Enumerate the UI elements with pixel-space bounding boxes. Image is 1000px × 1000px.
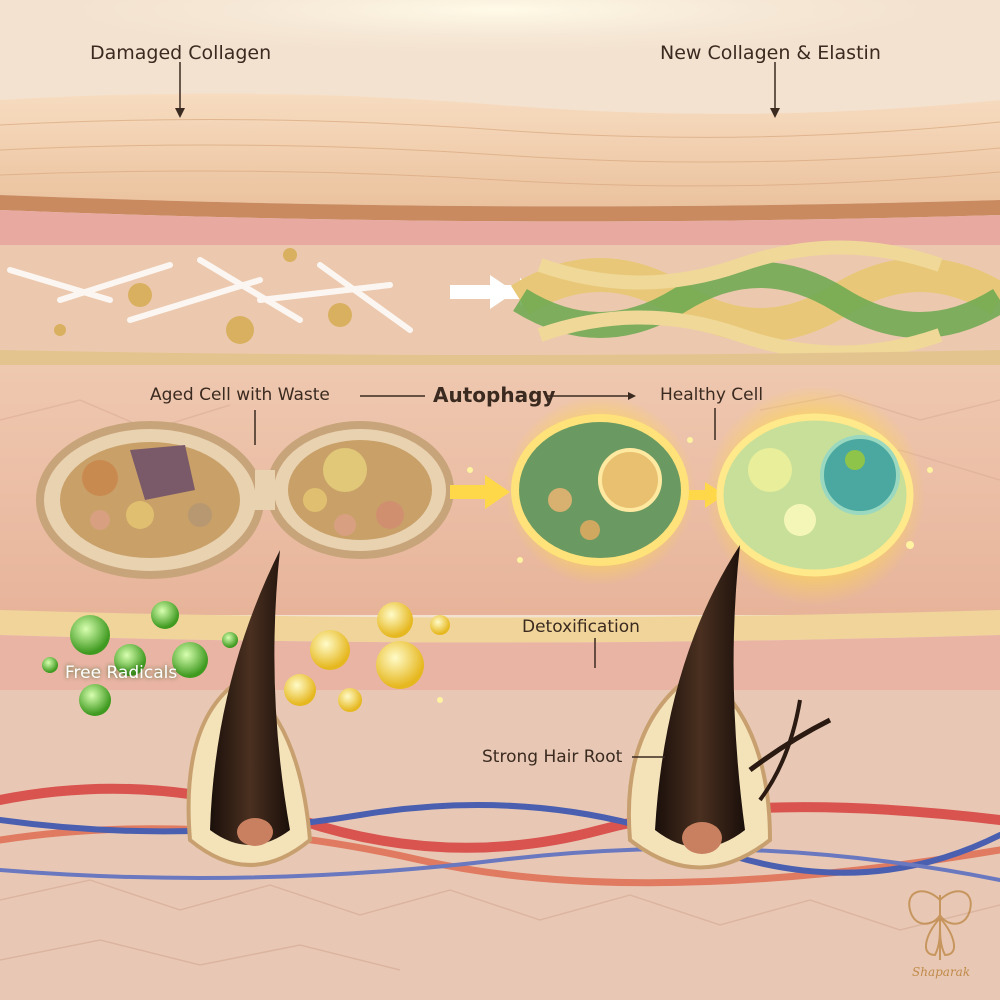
sparkles [437,437,933,703]
label-detoxification: Detoxification [522,617,640,637]
watermark-text: Shaparak [912,965,971,979]
label-free-radicals: Free Radicals [65,663,178,683]
label-damaged-collagen: Damaged Collagen [90,42,272,64]
damaged-collagen-fibers [7,257,413,333]
hair-follicle-right [626,545,832,870]
free-radical-bubbles [42,601,238,716]
aged-cell-right [266,421,454,559]
label-aged-cell: Aged Cell with Waste [150,385,330,405]
label-new-collagen: New Collagen & Elastin [660,42,881,64]
label-healthy-cell: Healthy Cell [660,385,764,405]
healthy-cell-right [705,385,925,605]
butterfly-icon [908,890,972,960]
aged-cell-left [36,421,264,579]
hair-follicle-left [186,550,313,867]
healthy-cell-left [505,395,695,585]
label-strong-hair-root: Strong Hair Root [482,747,623,767]
label-pointers [175,62,780,758]
new-collagen-braid [510,240,1000,360]
label-autophagy: Autophagy [433,383,556,407]
blood-vessels [0,783,1000,887]
antioxidant-bubbles [284,602,450,712]
